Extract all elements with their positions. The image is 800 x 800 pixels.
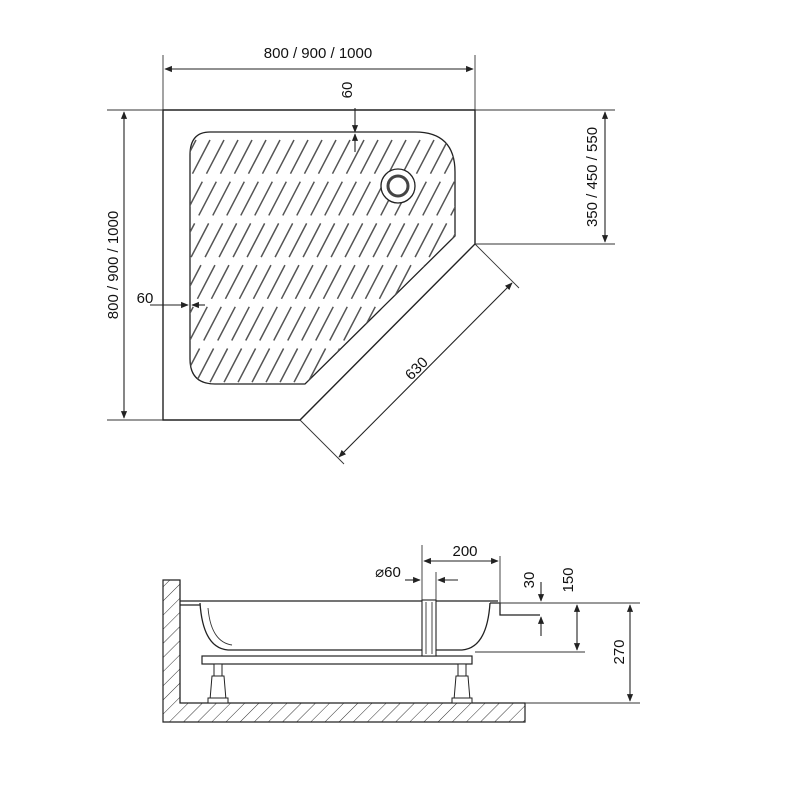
dim-front: 630 <box>402 354 432 384</box>
hatch-line <box>584 140 714 390</box>
drain-icon <box>380 168 416 204</box>
drain-pipe <box>421 599 437 657</box>
support-leg <box>207 663 229 704</box>
support-leg <box>451 663 473 704</box>
support-frame <box>201 655 473 665</box>
hatch-line <box>654 140 784 390</box>
hatch-line <box>458 140 588 390</box>
dim-rim: 30 <box>521 572 538 589</box>
hatch-line <box>682 140 800 390</box>
side-view: ⌀60 200 30 150 270 <box>162 543 640 723</box>
dim-width: 800 / 900 / 1000 <box>264 45 372 62</box>
dim-tray-height: 150 <box>560 567 577 592</box>
dim-drain-diameter: ⌀60 <box>375 564 401 581</box>
hatch-line <box>500 140 630 390</box>
hatch-line <box>556 140 686 390</box>
hatch-line <box>24 140 154 390</box>
dim-depth: 800 / 900 / 1000 <box>105 211 122 319</box>
dim-side: 350 / 450 / 550 <box>584 127 601 227</box>
hatch-line <box>38 140 168 390</box>
tray-outline <box>162 109 476 421</box>
dim-drain-offset: 200 <box>452 543 477 560</box>
basin-outline <box>189 131 456 385</box>
tray-basin <box>199 602 491 651</box>
dim-total-height: 270 <box>611 639 628 664</box>
hatch-line <box>514 140 644 390</box>
hatch-line <box>612 140 742 390</box>
hatch-line <box>598 140 728 390</box>
dim-margin-top: 60 <box>339 82 356 99</box>
hatch-line <box>542 140 672 390</box>
dim-margin-left: 60 <box>137 290 154 307</box>
hatch-line <box>626 140 756 390</box>
hatch-line <box>668 140 798 390</box>
hatch-line <box>640 140 770 390</box>
top-view: 800 / 900 / 1000 800 / 900 / 1000 350 / … <box>24 45 800 465</box>
hatch-line <box>696 140 800 390</box>
hatch-line <box>472 140 602 390</box>
